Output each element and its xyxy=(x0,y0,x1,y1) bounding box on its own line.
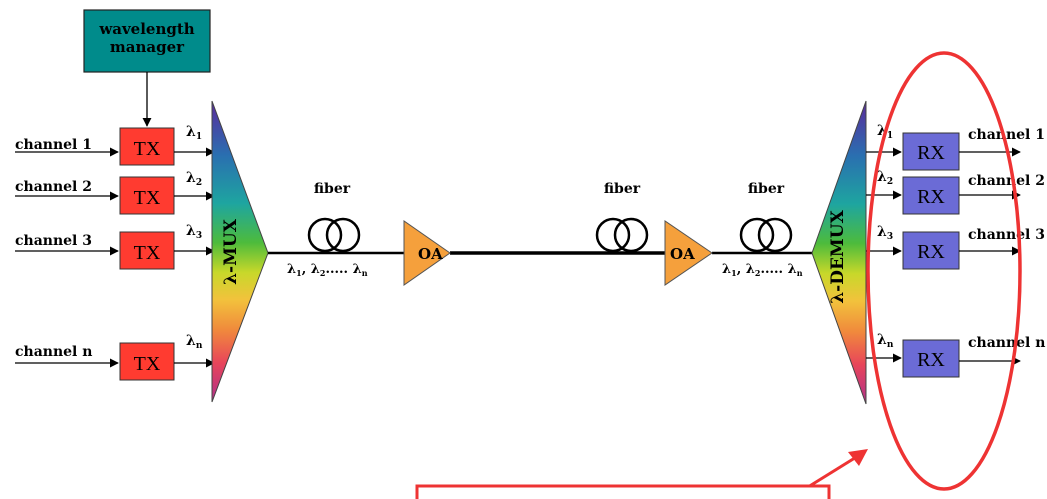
wdm-signal-label-left: λ1, λ2..... λn xyxy=(287,262,368,278)
tx-channel-label: channel 1 xyxy=(15,137,92,153)
tx-box-label: TX xyxy=(134,187,161,209)
tx-channel-label: channel n xyxy=(15,344,92,360)
tx-lambda-label: λ3 xyxy=(186,223,202,241)
fiber-label: fiber xyxy=(748,181,785,197)
rx-box-label: RX xyxy=(917,186,945,208)
rx-box xyxy=(902,231,960,270)
tx-lambda-label: λ2 xyxy=(186,170,202,188)
callout-box xyxy=(415,484,831,499)
rx-lambda-label: λ3 xyxy=(877,224,893,242)
tx-box xyxy=(119,176,175,215)
rx-channel-label: channel 2 xyxy=(968,173,1045,189)
rx-channel-label: channel 3 xyxy=(968,227,1045,243)
tx-channel-label: channel 2 xyxy=(15,179,92,195)
rx-box-label: RX xyxy=(917,142,945,164)
fiber-spool-icon xyxy=(307,217,361,253)
rx-box-label: RX xyxy=(917,349,945,371)
rx-box xyxy=(902,176,960,215)
mux-prism xyxy=(211,100,269,403)
receiver-highlight-ellipse xyxy=(866,51,1022,491)
callout-pointer-line xyxy=(807,454,859,489)
tx-lambda-label: λn xyxy=(186,333,203,351)
rx-box-label: RX xyxy=(917,241,945,263)
mux-label: λ-MUX xyxy=(221,218,241,285)
tx-channel-label: channel 3 xyxy=(15,233,92,249)
demux-label: λ-DEMUX xyxy=(828,209,848,303)
rx-box xyxy=(902,339,960,378)
fiber-spool-icon xyxy=(595,217,649,253)
rx-lambda-label: λ1 xyxy=(877,123,893,141)
amplifier-label: OA xyxy=(418,245,443,263)
tx-box xyxy=(119,127,175,166)
wavelength-manager-box xyxy=(83,9,211,73)
rx-lambda-label: λ2 xyxy=(877,169,893,187)
amplifier-label: OA xyxy=(670,245,695,263)
optical-amplifier-1 xyxy=(403,220,451,286)
rx-channel-label: channel 1 xyxy=(968,127,1045,143)
wavelength-manager-label-line2: manager xyxy=(110,38,185,56)
callout-pointer-arrowhead xyxy=(848,449,868,466)
rx-channel-label: channel n xyxy=(968,335,1045,351)
fiber-spool-icon xyxy=(739,217,793,253)
tx-box-label: TX xyxy=(134,138,161,160)
tx-box xyxy=(119,342,175,381)
demux-prism xyxy=(811,100,867,405)
wdm-signal-label-right: λ1, λ2..... λn xyxy=(722,262,803,278)
tx-box-label: TX xyxy=(134,353,161,375)
fiber-label: fiber xyxy=(314,181,351,197)
rx-group: λ1 RX channel 1 λ2 RX channel 2 λ3 RX ch… xyxy=(866,123,1045,378)
tx-group: channel 1 TX λ1 channel 2 TX λ2 channel … xyxy=(15,124,215,381)
fiber-label: fiber xyxy=(604,181,641,197)
tx-lambda-label: λ1 xyxy=(186,124,202,142)
rx-lambda-label: λn xyxy=(877,332,894,350)
tx-box xyxy=(119,231,175,270)
wavelength-manager-label-line1: wavelength xyxy=(98,20,194,38)
tx-box-label: TX xyxy=(134,242,161,264)
optical-amplifier-2 xyxy=(664,220,713,286)
